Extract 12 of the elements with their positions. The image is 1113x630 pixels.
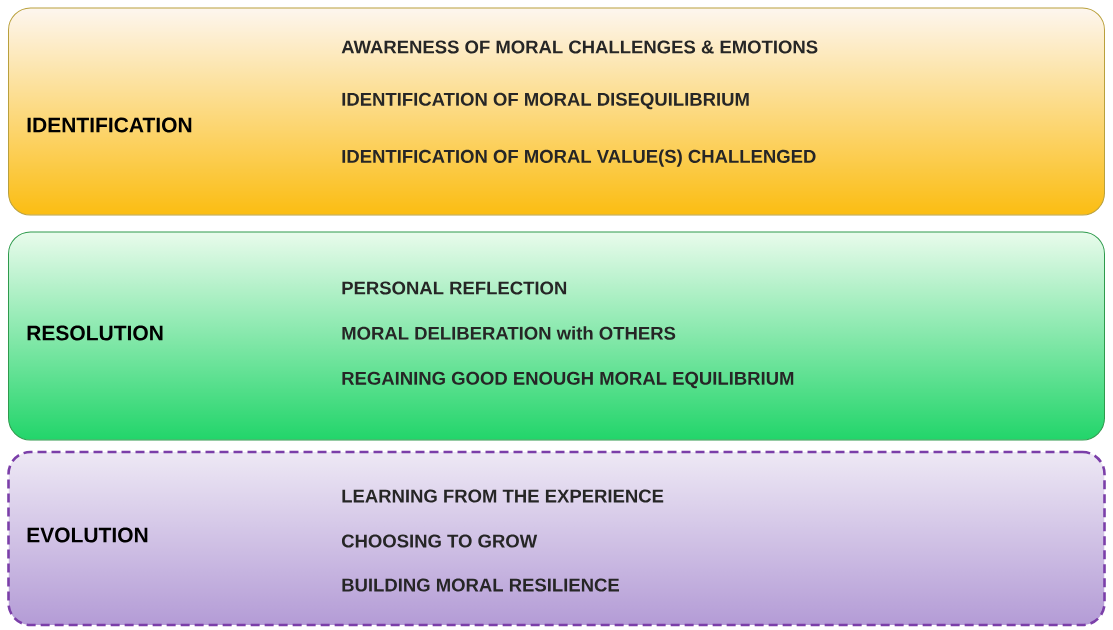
list-item: MORAL DELIBERATION with OTHERS <box>342 326 676 340</box>
list-item: AWARENESS OF MORAL CHALLENGES & EMOTIONS <box>341 40 818 54</box>
stage-heading: RESOLUTION <box>27 325 163 341</box>
list-item: PERSONAL REFLECTION <box>342 281 567 295</box>
list-item: IDENTIFICATION OF MORAL DISEQUILIBRIUM <box>342 92 749 110</box>
list-item: IDENTIFICATION OF MORAL VALUE(S) CHALLENGED <box>342 149 816 167</box>
stage-heading: IDENTIFICATION <box>27 117 192 133</box>
list-item: REGAINING GOOD ENOUGH MORAL EQUILIBRIUM <box>342 371 794 389</box>
stage-heading: EVOLUTION <box>27 527 148 543</box>
list-item: BUILDING MORAL RESILIENCE <box>342 578 619 592</box>
list-item: LEARNING FROM THE EXPERIENCE <box>342 489 664 503</box>
list-item: CHOOSING TO GROW <box>341 534 538 548</box>
